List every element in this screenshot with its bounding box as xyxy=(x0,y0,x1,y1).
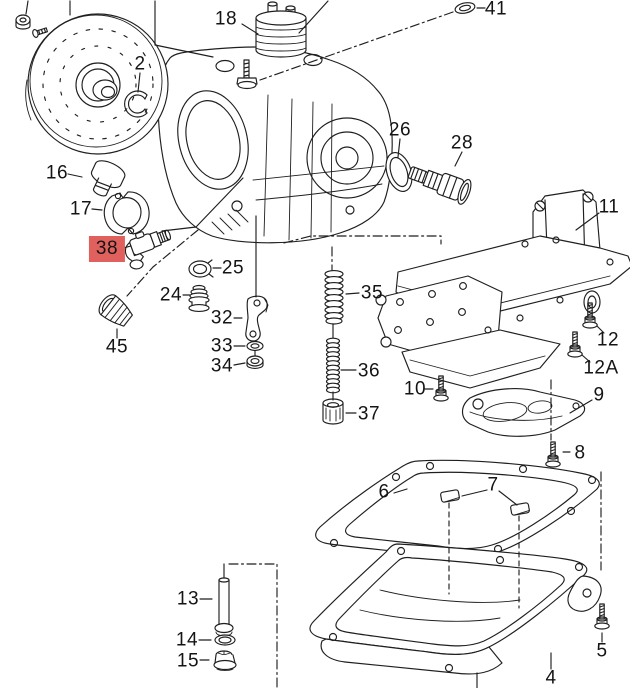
part-label-36: 36 xyxy=(357,360,381,382)
seal-26 xyxy=(385,152,413,192)
piston-37 xyxy=(322,398,344,425)
part-label-28: 28 xyxy=(450,132,474,154)
part-label-12a: 12A xyxy=(583,357,619,379)
bolt-12a xyxy=(567,331,583,358)
clamp-17 xyxy=(103,191,150,235)
nut-34 xyxy=(246,355,264,369)
part-label-9: 9 xyxy=(593,384,605,406)
snap-ring-25 xyxy=(188,259,214,278)
bracket-32 xyxy=(245,295,269,342)
valve-body-11 xyxy=(375,189,630,389)
part-label-11: 11 xyxy=(598,196,620,218)
spring-36 xyxy=(325,337,341,394)
part-label-7: 7 xyxy=(487,474,499,496)
gasket-6 xyxy=(315,459,600,558)
part-label-18: 18 xyxy=(214,8,238,30)
part-label-16: 16 xyxy=(45,162,69,184)
part-label-32: 32 xyxy=(210,307,234,329)
cap-15 xyxy=(213,650,237,672)
oil-pan-4 xyxy=(309,543,602,675)
flange-shaft-28 xyxy=(407,166,472,205)
part-label-2: 2 xyxy=(134,53,146,75)
part-label-17: 17 xyxy=(69,198,93,220)
part-label-4: 4 xyxy=(545,667,557,688)
assembly-centerlines xyxy=(126,11,602,688)
part-label-45: 45 xyxy=(105,336,129,358)
part-label-14: 14 xyxy=(175,629,199,651)
part-label-34: 34 xyxy=(210,355,234,377)
accumulator-18 xyxy=(255,1,307,58)
filler-tube-13 xyxy=(214,577,234,637)
torque-converter xyxy=(25,13,169,155)
filter-plate-9 xyxy=(461,388,586,437)
part-label-41: 41 xyxy=(484,0,508,20)
washer-33 xyxy=(246,340,264,352)
part-label-12: 12 xyxy=(596,329,620,351)
part-label-33: 33 xyxy=(210,335,234,357)
part-label-6: 6 xyxy=(378,481,390,503)
part-label-15: 15 xyxy=(176,650,200,672)
plug-45 xyxy=(98,294,133,327)
grommet-24 xyxy=(188,284,210,312)
part-label-37: 37 xyxy=(357,403,381,425)
sensor-38 xyxy=(124,229,172,270)
converter-screw xyxy=(32,27,48,38)
part-label-5: 5 xyxy=(596,640,608,662)
breather-cap-16 xyxy=(90,160,126,197)
part-label-13: 13 xyxy=(176,588,200,610)
part-label-24: 24 xyxy=(159,284,183,306)
plug-41 xyxy=(454,2,476,14)
part-label-10: 10 xyxy=(403,378,427,400)
magnets-7 xyxy=(440,489,530,516)
bolt-8 xyxy=(545,441,561,468)
magnet-position-lines xyxy=(448,502,520,609)
bolt-5 xyxy=(594,603,610,630)
part-label-25: 25 xyxy=(221,257,245,279)
converter-nut xyxy=(15,14,31,30)
o-ring-2 xyxy=(124,90,148,118)
part-label-38-highlighted: 38 xyxy=(88,236,126,262)
part-label-26: 26 xyxy=(388,119,412,141)
leader-lines xyxy=(25,0,605,688)
spring-35 xyxy=(324,270,344,325)
part-label-35: 35 xyxy=(360,282,384,304)
washer-14 xyxy=(214,634,236,646)
part-label-8: 8 xyxy=(574,442,586,464)
transmission-case xyxy=(157,46,393,244)
